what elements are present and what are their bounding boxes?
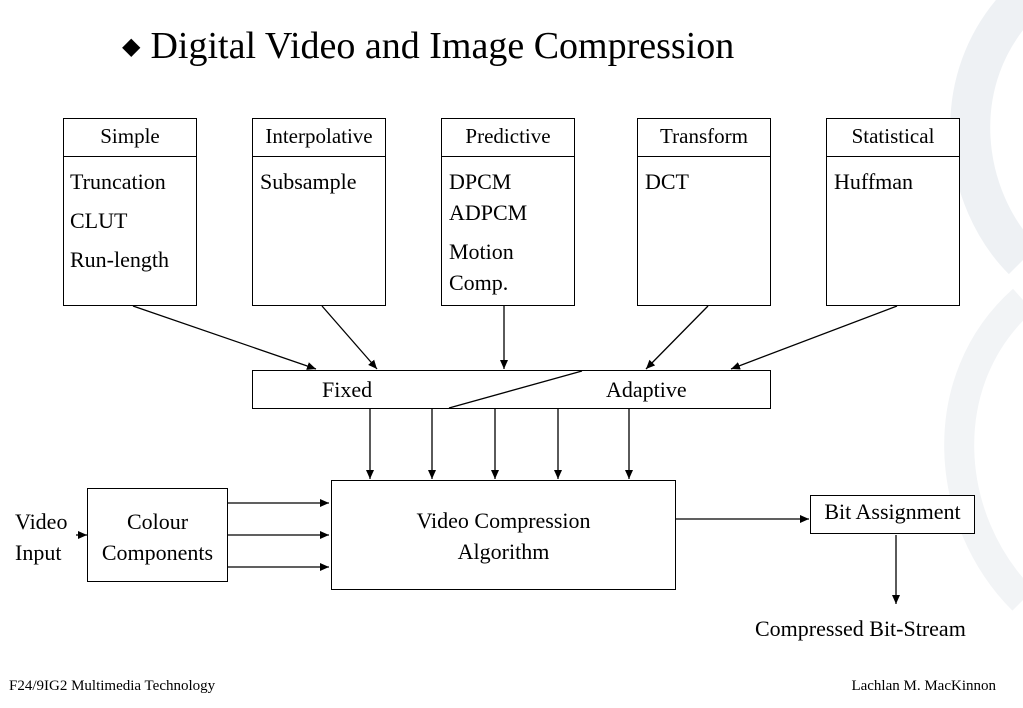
slide-title: ◆ Digital Video and Image Compression [122, 24, 734, 68]
category-items-simple: Truncation CLUT Run-length [70, 166, 169, 275]
category-box-predictive [441, 118, 575, 306]
category-box-interpolative [252, 118, 386, 306]
bit-assignment-label: Bit Assignment [824, 499, 961, 524]
colour-components-label: Colour Components [101, 509, 214, 565]
video-compression-algorithm-box [331, 480, 676, 590]
category-item: DCT [645, 169, 689, 194]
category-items-interpolative: Subsample [260, 166, 357, 197]
footer-course: F24/9IG2 Multimedia Technology [9, 678, 216, 694]
category-item: Subsample [260, 169, 357, 194]
diamond-bullet-icon: ◆ [122, 33, 141, 60]
category-item: ADPCM [449, 200, 528, 225]
category-item: Huffman [834, 169, 914, 194]
category-items-predictive: DPCM ADPCM Motion Comp. [449, 166, 527, 298]
fixed-label: Fixed [322, 377, 373, 402]
category-item: CLUT [70, 208, 128, 233]
video-compression-algorithm-label: Video Compression Algorithm [416, 508, 591, 564]
category-items-transform: DCT [645, 166, 689, 197]
category-header-simple: Simple [63, 118, 197, 157]
slide-title-text: Digital Video and Image Compression [150, 25, 735, 67]
video-input-label: Video Input [15, 509, 68, 565]
category-items-statistical: Huffman [834, 166, 913, 197]
category-item: Run-length [70, 247, 169, 272]
fixed-adaptive-box [252, 370, 771, 409]
category-item: Motion [449, 239, 514, 264]
category-header-predictive: Predictive [441, 118, 575, 157]
category-header-transform: Transform [637, 118, 771, 157]
compressed-bit-stream-label: Compressed Bit-Stream [755, 616, 966, 641]
category-box-transform [637, 118, 771, 306]
category-box-statistical [826, 118, 960, 306]
category-item: Truncation [70, 169, 166, 194]
arrow-transform-to-adaptive [645, 305, 709, 370]
mode-box-diagonal-divider [448, 370, 583, 409]
colour-components-box [87, 488, 228, 582]
category-header-statistical: Statistical [826, 118, 960, 157]
arrow-simple-to-fixed [132, 305, 317, 370]
category-header-interpolative: Interpolative [252, 118, 386, 157]
footer-author: Lachlan M. MacKinnon [851, 678, 996, 694]
adaptive-label: Adaptive [606, 377, 687, 402]
category-item: DPCM [449, 169, 512, 194]
arrow-interpolative-to-fixed [321, 305, 378, 370]
category-item: Comp. [449, 270, 509, 295]
bit-assignment-box [810, 495, 975, 534]
arrow-statistical-to-adaptive [730, 305, 898, 370]
